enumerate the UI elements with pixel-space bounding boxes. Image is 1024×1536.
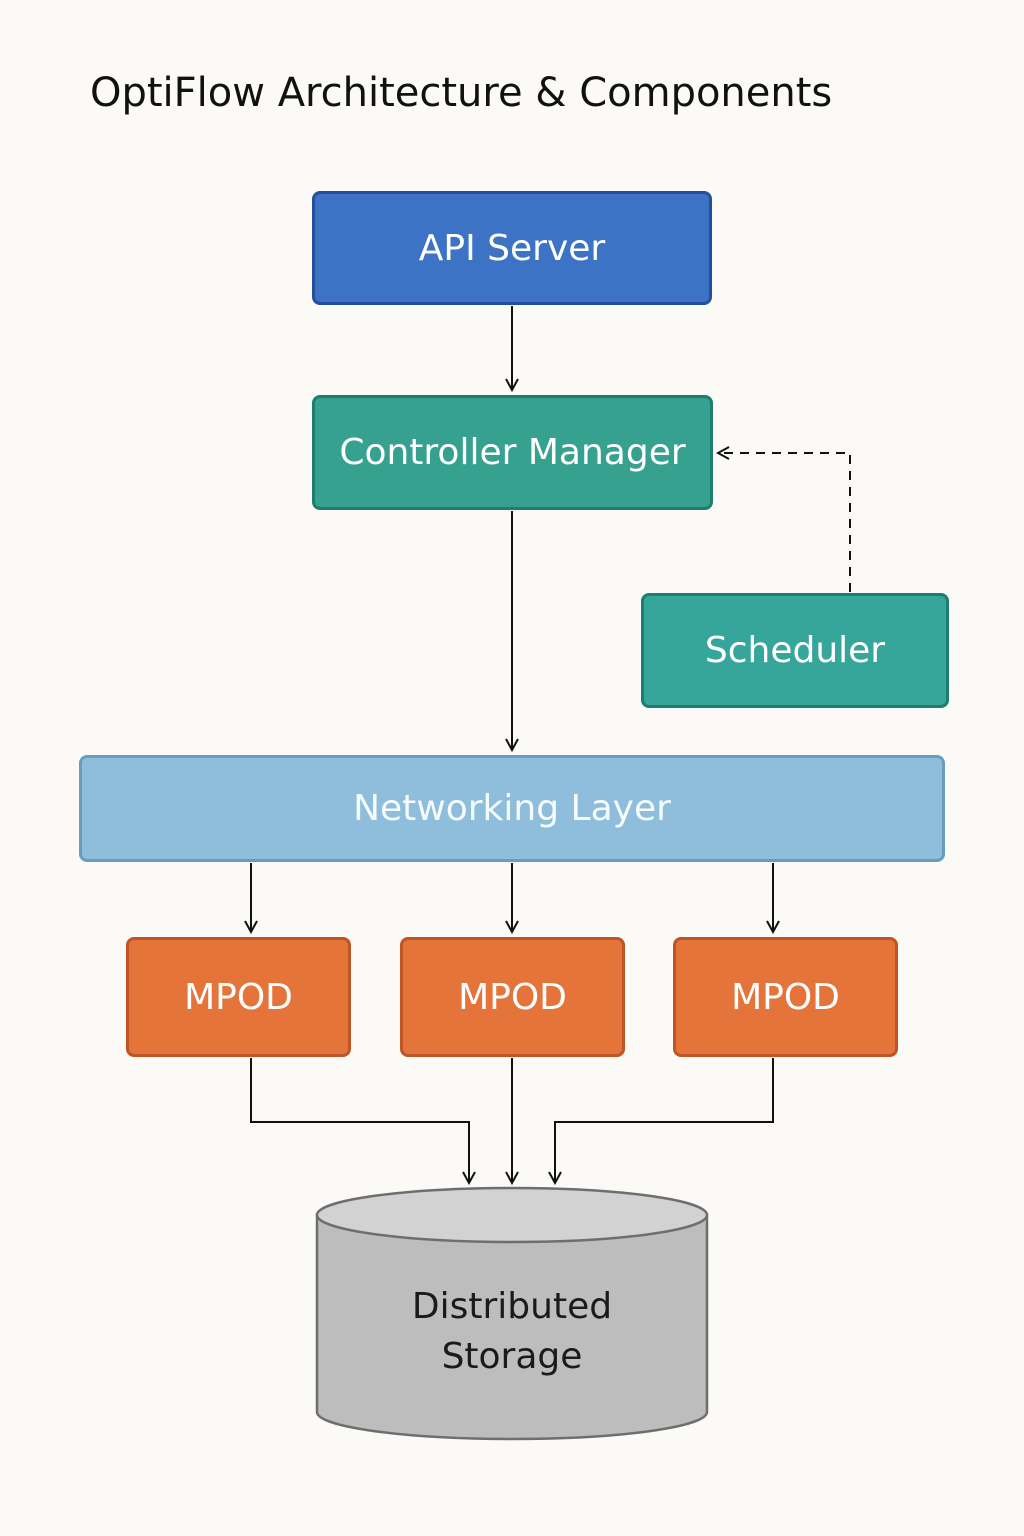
storage-label-line-1: Distributed [411,1286,613,1327]
mpod-label-2: MPOD [458,976,567,1018]
storage-cylinder [315,1186,709,1441]
mpod-node-3[interactable]: MPOD [673,937,898,1057]
distributed-storage-label: Distributed Storage [318,1282,706,1382]
mpod-label-3: MPOD [731,976,840,1018]
scheduler-to-controller-arrow [718,453,851,592]
storage-label-line-2: Storage [441,1336,583,1377]
mpod3-to-storage-arrow [555,1058,774,1183]
networking-layer-label: Networking Layer [353,788,671,829]
controller-manager-node[interactable]: Controller Manager [312,395,713,510]
api-server-node[interactable]: API Server [312,191,712,305]
scheduler-node[interactable]: Scheduler [641,593,949,708]
networking-layer-node[interactable]: Networking Layer [79,755,945,862]
mpod-node-2[interactable]: MPOD [400,937,625,1057]
scheduler-label: Scheduler [704,630,886,671]
diagram-title: OptiFlow Architecture & Components [90,70,833,116]
mpod-node-1[interactable]: MPOD [126,937,351,1057]
controller-manager-label: Controller Manager [339,432,686,473]
mpod1-to-storage-arrow [250,1058,469,1183]
mpod-label-1: MPOD [184,976,293,1018]
api-server-label: API Server [418,227,606,269]
